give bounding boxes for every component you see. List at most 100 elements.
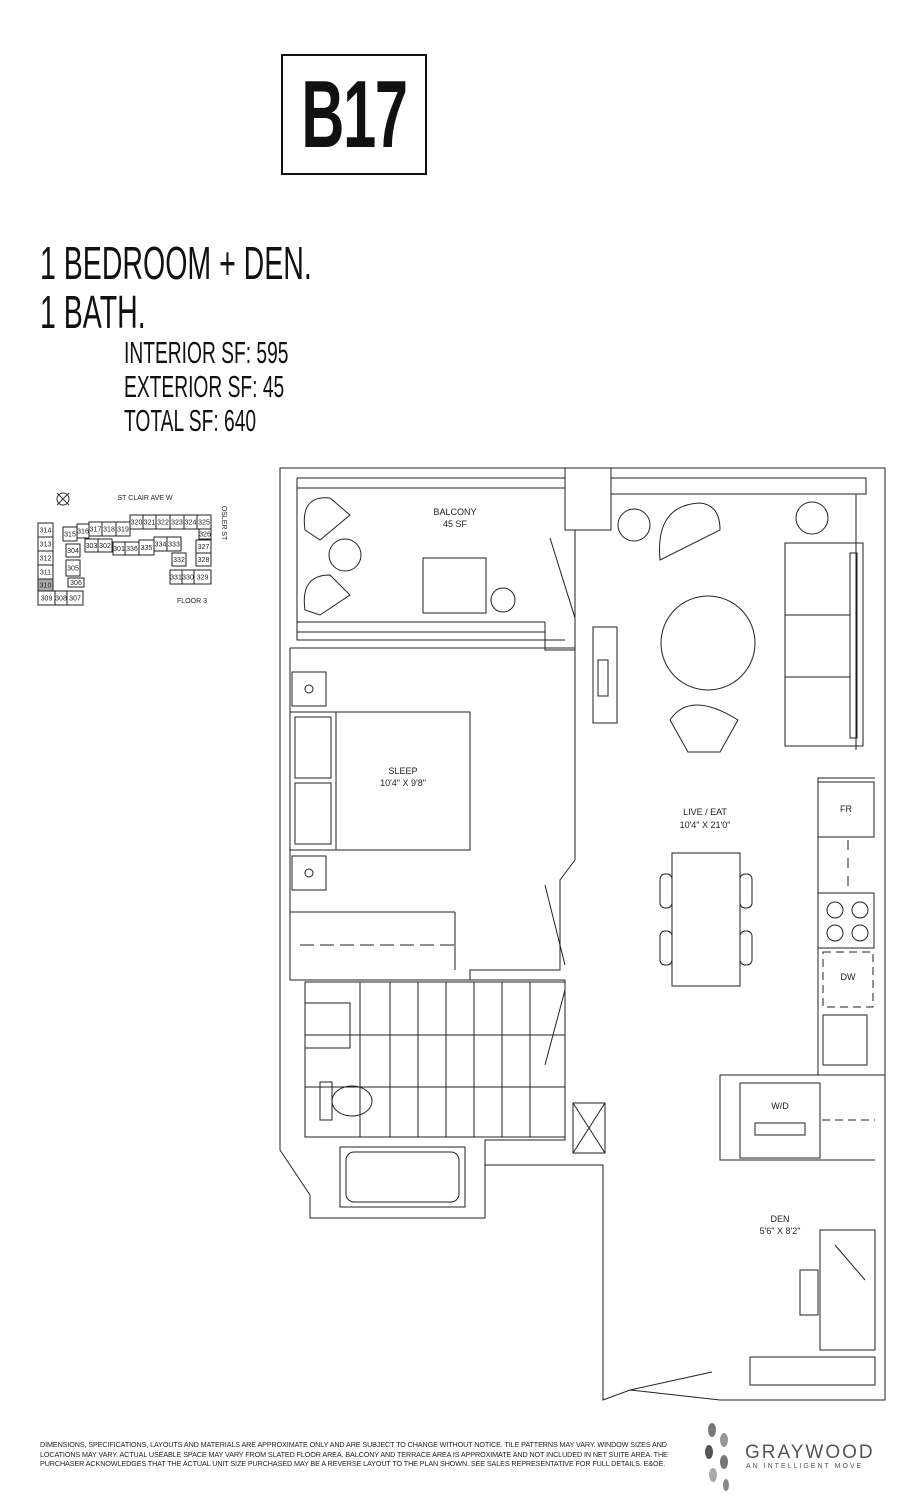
brand-tagline: AN INTELLIGENT MOVE bbox=[746, 1463, 864, 1470]
key-plan-unit-302 bbox=[97, 538, 113, 553]
laundry bbox=[719, 1074, 885, 1161]
key-plan-unit-325 bbox=[196, 514, 212, 530]
key-plan-unit-label: 332 bbox=[173, 557, 185, 564]
key-plan-unit-307 bbox=[66, 590, 84, 606]
key-plan-unit-334 bbox=[153, 536, 168, 552]
key-plan-unit-label: 313 bbox=[40, 542, 52, 549]
den-size: 5'6" X 8'2" bbox=[760, 1226, 801, 1236]
den-label: DEN bbox=[770, 1214, 789, 1224]
key-plan-unit-324 bbox=[183, 514, 198, 530]
disclaimer: DIMENSIONS, SPECIFICATIONS, LAYOUTS AND … bbox=[40, 1440, 668, 1468]
balcony-label: BALCONY bbox=[433, 507, 476, 517]
north-arrow-icon bbox=[56, 492, 70, 506]
key-plan-unit-306 bbox=[67, 577, 85, 588]
key-plan-unit-323 bbox=[169, 514, 185, 530]
key-plan-unit-label: 322 bbox=[157, 520, 169, 527]
key-plan-unit-label: 302 bbox=[99, 543, 111, 550]
key-plan-unit-label: 333 bbox=[168, 542, 180, 549]
key-plan-unit-label: 321 bbox=[144, 520, 156, 527]
key-plan-unit-331 bbox=[169, 569, 183, 585]
unit-code-box: B17 bbox=[281, 54, 427, 175]
unit-type: 1 BEDROOM + DEN. bbox=[40, 237, 312, 289]
key-plan-unit-label: 319 bbox=[117, 527, 129, 534]
key-plan-unit-label: 323 bbox=[171, 520, 183, 527]
key-plan-unit-label: 315 bbox=[64, 532, 76, 539]
key-plan-unit-301 bbox=[112, 541, 126, 556]
key-plan-unit-label: 329 bbox=[197, 575, 209, 582]
key-plan-unit-label: 326 bbox=[199, 532, 211, 539]
unit-outline bbox=[279, 467, 886, 1401]
key-plan-unit-313 bbox=[37, 536, 54, 552]
key-plan-unit-label: 308 bbox=[55, 596, 67, 603]
key-plan-unit-336 bbox=[124, 541, 140, 556]
key-plan-unit-314 bbox=[37, 522, 54, 538]
key-plan-unit-label: 304 bbox=[67, 548, 79, 555]
key-plan-unit-329 bbox=[193, 569, 212, 585]
key-plan-unit-322 bbox=[155, 514, 171, 530]
key-plan-unit-312 bbox=[37, 550, 54, 566]
key-plan-unit-309 bbox=[37, 590, 56, 606]
key-plan-unit-label: 309 bbox=[41, 596, 53, 603]
key-plan-unit-label: 330 bbox=[182, 575, 194, 582]
key-plan-unit-label: 336 bbox=[126, 546, 138, 553]
key-plan-unit-label: 320 bbox=[131, 520, 143, 527]
key-plan-unit-label: 331 bbox=[170, 575, 182, 582]
key-plan-unit-label: 327 bbox=[198, 544, 210, 551]
sleep-label: SLEEP bbox=[388, 766, 417, 776]
exterior-sf: EXTERIOR SF: 45 bbox=[124, 369, 285, 404]
dishwasher-label: DW bbox=[841, 972, 856, 982]
live-eat-label: LIVE / EAT bbox=[683, 807, 727, 817]
key-plan-unit-label: 316 bbox=[77, 529, 89, 536]
total-sf: TOTAL SF: 640 bbox=[124, 403, 257, 438]
key-plan-unit-317 bbox=[88, 521, 103, 537]
fridge-label: FR bbox=[840, 804, 852, 814]
sleep-size: 10'4" X 9'8" bbox=[380, 778, 426, 788]
key-floor: FLOOR 3 bbox=[177, 598, 207, 605]
key-plan-unit-label: 303 bbox=[86, 543, 98, 550]
balcony-rail bbox=[296, 478, 565, 641]
key-plan-unit-label: 318 bbox=[103, 527, 115, 534]
key-plan-unit-label: 317 bbox=[90, 527, 102, 534]
key-plan-unit-304 bbox=[65, 543, 81, 558]
key-street-top: ST CLAIR AVE W bbox=[118, 495, 173, 502]
bath-count: 1 BATH. bbox=[40, 286, 146, 338]
key-plan-unit-316 bbox=[76, 523, 90, 539]
key-plan-unit-321 bbox=[142, 514, 157, 530]
key-street-right: OSLER ST bbox=[220, 506, 227, 541]
washer-dryer-label: W/D bbox=[771, 1101, 789, 1111]
key-plan-unit-label: 311 bbox=[40, 570, 51, 577]
key-plan-unit-305 bbox=[65, 559, 81, 577]
key-plan-unit-311 bbox=[37, 564, 54, 580]
key-plan-unit-319 bbox=[115, 521, 131, 537]
live-eat-size: 10'4" X 21'0" bbox=[680, 820, 731, 830]
key-plan-unit-320 bbox=[129, 514, 144, 530]
key-plan-unit-label: 305 bbox=[67, 566, 79, 573]
key-plan-unit-label: 334 bbox=[155, 542, 167, 549]
kitchen bbox=[817, 777, 875, 1076]
key-plan-unit-label: 301 bbox=[113, 546, 125, 553]
key-plan-unit-label: 306 bbox=[70, 580, 82, 587]
key-plan-unit-310 bbox=[37, 578, 54, 592]
key-plan-unit-308 bbox=[54, 590, 68, 606]
bed bbox=[289, 711, 471, 851]
key-plan-unit-332 bbox=[171, 552, 187, 567]
key-plan-unit-label: 307 bbox=[69, 596, 81, 603]
key-plan-unit-label: 325 bbox=[198, 520, 210, 527]
key-plan-unit-label: 335 bbox=[141, 545, 153, 552]
den-desk bbox=[749, 1229, 876, 1386]
key-plan-unit-318 bbox=[101, 521, 117, 537]
unit-code: B17 bbox=[301, 60, 408, 168]
key-plan-unit-315 bbox=[62, 526, 78, 542]
balcony-size: 45 SF bbox=[443, 519, 468, 529]
bathroom bbox=[304, 979, 566, 1208]
key-plan-unit-333 bbox=[166, 536, 182, 552]
key-plan-unit-327 bbox=[195, 539, 212, 554]
interior-sf: INTERIOR SF: 595 bbox=[124, 335, 289, 370]
key-plan-unit-label: 328 bbox=[198, 557, 210, 564]
key-plan-unit-326 bbox=[198, 528, 212, 540]
key-plan-unit-303 bbox=[84, 538, 99, 553]
key-plan-unit-label: 324 bbox=[185, 520, 197, 527]
living-furniture bbox=[303, 497, 864, 987]
